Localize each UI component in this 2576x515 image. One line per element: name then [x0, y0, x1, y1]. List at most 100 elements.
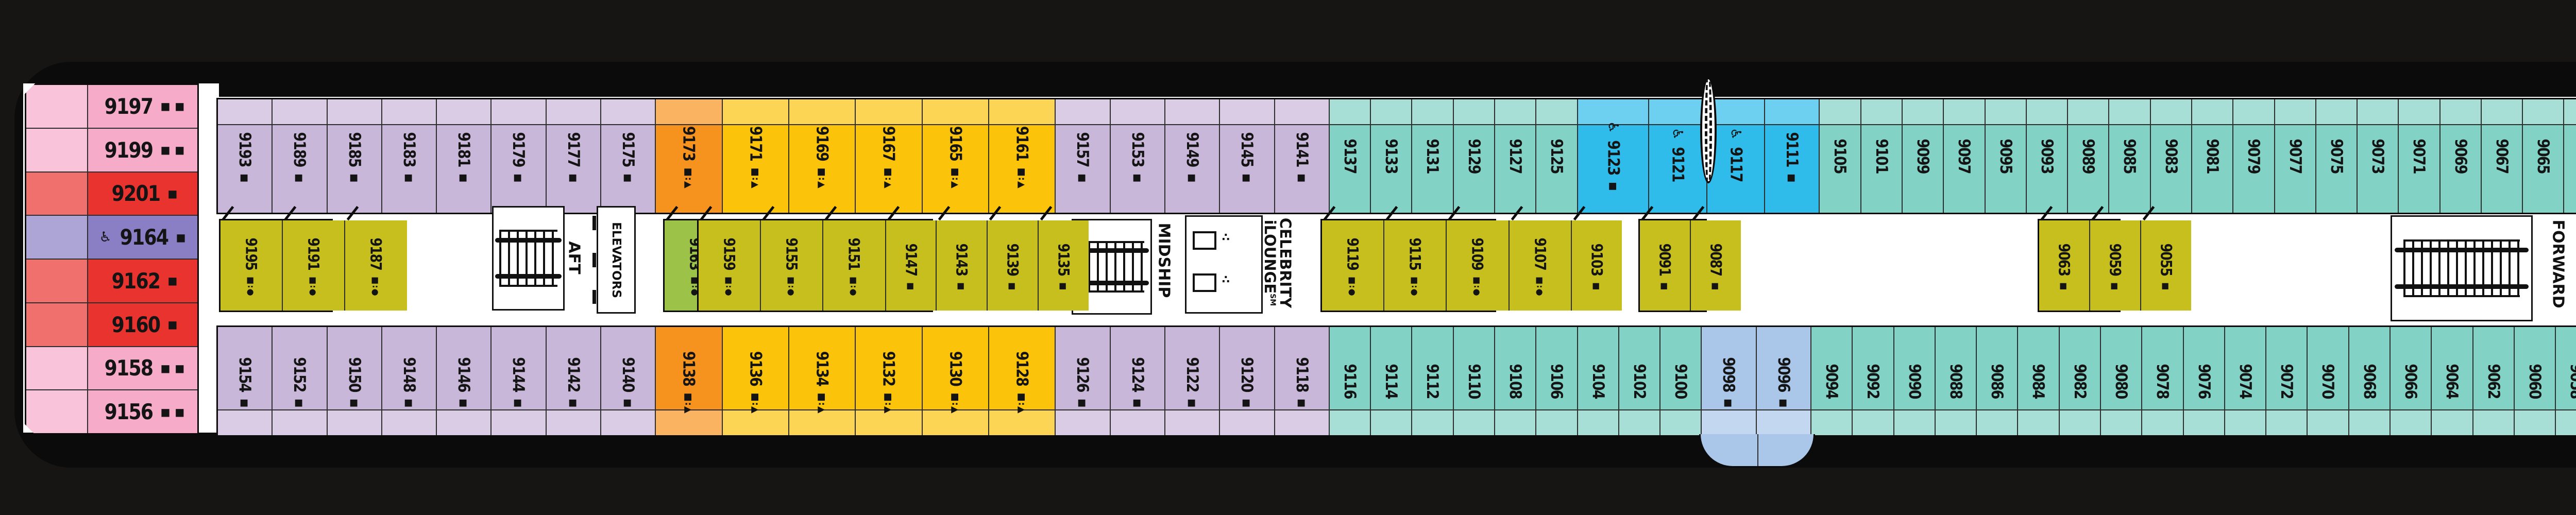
- cabin-label: 9177 ■: [564, 129, 583, 183]
- cabin-marks: ■:●: [309, 276, 319, 297]
- balcony-strip: [1765, 99, 1819, 125]
- cabin-9065: 9065: [2522, 99, 2564, 213]
- balcony-strip: [2183, 409, 2224, 435]
- balcony-strip: [2390, 409, 2431, 435]
- balcony-strip: [1056, 99, 1110, 125]
- cabin-number: 9074: [2236, 364, 2255, 399]
- cabin-marks: ■: [1008, 282, 1018, 290]
- cabin-9090: 9090: [1893, 327, 1935, 435]
- cabin-label: 9073: [2368, 136, 2387, 176]
- cabin-label: 9157■: [1074, 129, 1092, 183]
- cabin-number: 9094: [1822, 364, 1841, 399]
- cabin-marks: ■: [1241, 174, 1252, 183]
- cabin-9102: 9102: [1618, 327, 1660, 435]
- cabin-marks: ■: [513, 174, 524, 183]
- cabin-number: 9152: [290, 357, 309, 392]
- cabin-9147: 9147■: [885, 205, 936, 311]
- cabin-number: 9185: [345, 132, 364, 167]
- cabin-number: 9126: [1073, 357, 1092, 392]
- cabin-number: 9090: [1905, 364, 1924, 399]
- cabin-9086: 9086: [1976, 327, 2018, 435]
- cabin-marks: ■: [349, 399, 360, 408]
- cabin-number: 9127: [1506, 139, 1525, 174]
- cabin-marks: ■:▲: [1016, 392, 1028, 414]
- cabin-9094: 9094: [1810, 327, 1852, 435]
- cabin-label: 9064: [2443, 361, 2461, 401]
- cabin-number: 9088: [1946, 364, 1965, 399]
- cabin-label: ♿9121: [1668, 128, 1687, 185]
- cabin-label: 9159■:●: [721, 235, 738, 296]
- cabin-marks: ■:●: [371, 276, 381, 297]
- cabin-9189: 9189■: [272, 99, 327, 213]
- stairs-ladder-icon: [499, 230, 558, 287]
- cabin-number: 9133: [1382, 139, 1401, 174]
- cabin-label: 9162■: [108, 268, 178, 294]
- cabin-label: 9128■:▲: [1013, 348, 1031, 414]
- cabin-label: 9115■:●: [1406, 235, 1424, 296]
- balcony-strip: [2473, 409, 2514, 435]
- cabin-9171: 9171■:▲: [721, 99, 789, 213]
- cabin-9150: 9150■: [326, 327, 381, 435]
- cabin-marks: ■:▲: [750, 392, 761, 414]
- cabin-marks: ■: [957, 282, 967, 290]
- cabin-number: 9077: [2285, 139, 2304, 174]
- cabin-number: 9067: [2493, 139, 2512, 174]
- cabin-number: 9145: [1238, 132, 1257, 167]
- balcony-strip: [26, 347, 88, 390]
- balcony-strip: [2275, 99, 2315, 125]
- cabin-9110: 9110: [1452, 327, 1495, 435]
- cabin-number: 9110: [1464, 364, 1483, 399]
- cabin-number: 9071: [2410, 139, 2429, 174]
- cabin-label: ♿9117: [1726, 128, 1745, 185]
- cabin-label: 9084: [2029, 361, 2048, 401]
- forward-label: FORWARD: [2549, 219, 2567, 308]
- cabin-marks: ■: [239, 399, 250, 408]
- cabin-9201: 9201■: [26, 171, 197, 215]
- balcony-strip: [26, 303, 88, 346]
- cabin-number: 9132: [879, 351, 899, 386]
- cabin-number: 9183: [400, 132, 419, 167]
- balcony-strip: [273, 99, 327, 125]
- balcony-strip: [1820, 99, 1860, 125]
- balcony-strip: [2225, 409, 2266, 435]
- cabin-9076: 9076: [2182, 327, 2224, 435]
- balcony-strip: [1861, 99, 1902, 125]
- cabin-number: 9096: [1774, 357, 1793, 392]
- cabin-number: 9201: [111, 181, 160, 207]
- balcony-strip: [546, 409, 601, 435]
- balcony-strip: [26, 260, 88, 302]
- cabin-number: 9177: [564, 132, 583, 167]
- cabin-9125: 9125: [1535, 99, 1577, 213]
- balcony-strip: [382, 409, 436, 435]
- balcony-strip: [2481, 99, 2522, 125]
- cabin-9129: 9129: [1452, 99, 1495, 213]
- balcony-strip: [1371, 99, 1412, 125]
- cabin-label: 9187■:●: [367, 235, 385, 296]
- cabin-number: 9144: [509, 357, 528, 392]
- balcony-strip: [1853, 409, 1893, 435]
- cabin-9101: 9101: [1860, 99, 1902, 213]
- cabin-9100: 9100: [1659, 327, 1701, 435]
- cabin-label: 9137: [1341, 136, 1359, 176]
- cabin-number: 9161: [1012, 126, 1031, 161]
- stairs-ladder-icon: [1079, 241, 1144, 293]
- cabin-9139: 9139■: [987, 205, 1038, 311]
- cabin-9119: 9119■:●: [1322, 205, 1384, 311]
- balcony-strip: [989, 99, 1055, 125]
- cabin-9096: 9096■: [1755, 327, 1811, 435]
- balcony-strip: [656, 409, 722, 435]
- balcony-strip: [1702, 409, 1756, 435]
- cabin-9115: 9115■:●: [1383, 205, 1446, 311]
- cabin-label: 9138■:▲: [680, 348, 698, 414]
- cabin-marks: ■: [568, 174, 579, 183]
- cabin-number: 9125: [1547, 139, 1566, 174]
- balcony-strip: [2142, 409, 2183, 435]
- cabin-9149: 9149■: [1164, 99, 1219, 213]
- balcony-strip: [1412, 99, 1453, 125]
- cabin-number: 9060: [2525, 364, 2544, 399]
- cabin-number: 9063: [2055, 243, 2073, 276]
- balcony-strip: [656, 99, 722, 125]
- balcony-strip: [1985, 99, 2026, 125]
- balcony-strip: [1220, 99, 1274, 125]
- cabin-number: 9055: [2157, 243, 2175, 276]
